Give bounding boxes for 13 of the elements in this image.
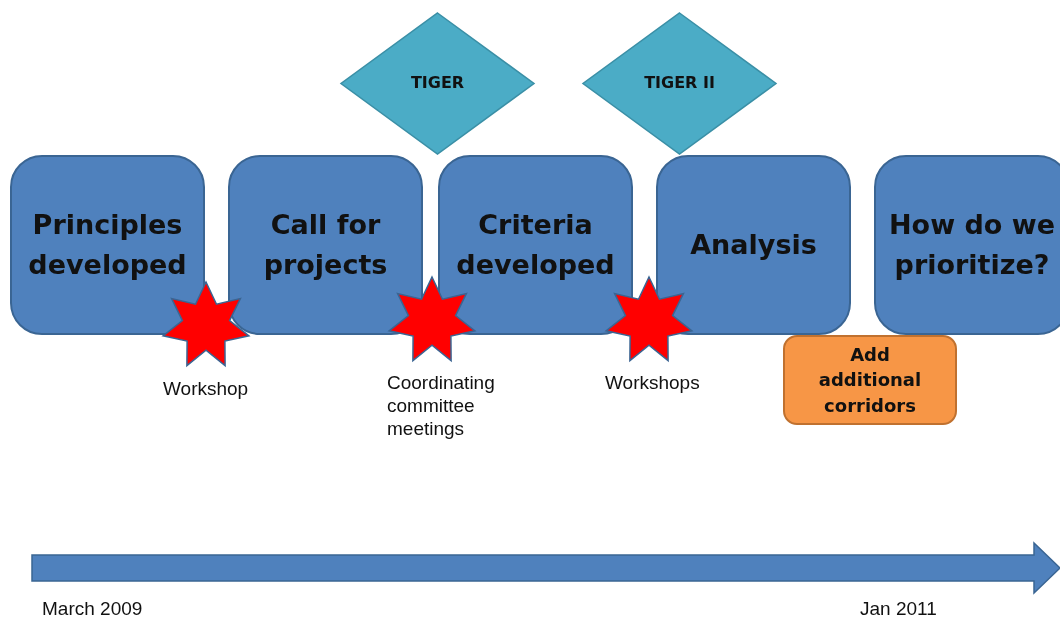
diamond-label: TIGER II bbox=[643, 72, 716, 92]
event-caption: Workshops bbox=[605, 372, 701, 395]
stage-box: Analysis bbox=[656, 155, 851, 335]
event-caption: Coordinating committee meetings bbox=[387, 372, 496, 441]
stage-box: Principles developed bbox=[10, 155, 205, 335]
date-label: Jan 2011 bbox=[860, 598, 937, 621]
note-box: Add additional corridors bbox=[783, 335, 957, 425]
diamond-label: TIGER bbox=[409, 72, 466, 92]
event-caption: Workshop bbox=[163, 378, 250, 401]
stage-box: Call for projects bbox=[228, 155, 423, 335]
stage-box: How do we prioritize? bbox=[874, 155, 1060, 335]
stage-box: Criteria developed bbox=[438, 155, 633, 335]
date-label: March 2009 bbox=[42, 598, 143, 621]
